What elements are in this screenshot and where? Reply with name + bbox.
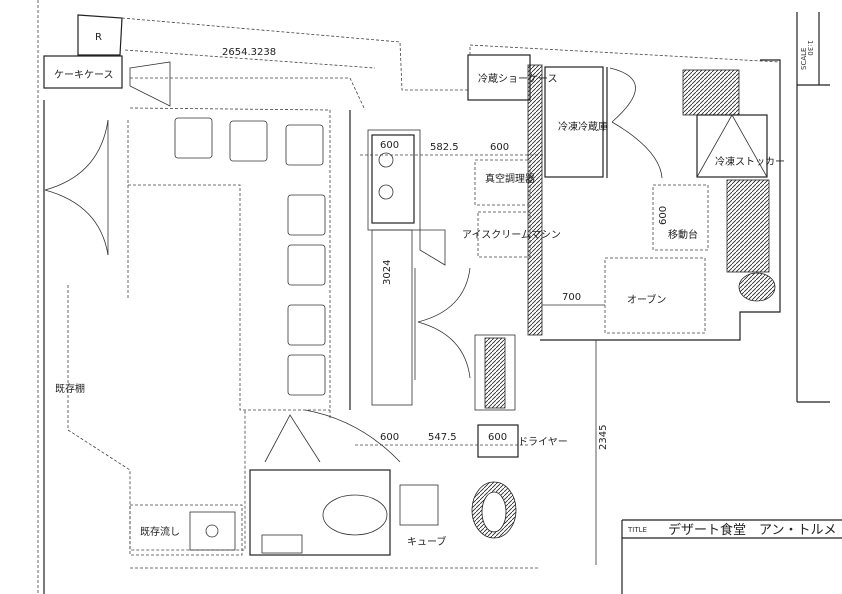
cake-case-label: ケーキケース: [54, 69, 114, 81]
dim-547: 547.5: [428, 432, 457, 443]
stool: [285, 124, 324, 166]
wall-hatched: [527, 64, 543, 336]
stool: [287, 304, 326, 346]
stool: [287, 354, 326, 396]
ice-cream-machine-label: アイスクリームマシン: [462, 229, 561, 241]
dim-sink-600: 600: [380, 140, 399, 151]
fridge-showcase-label: 冷蔵ショーケース: [478, 72, 558, 85]
stool: [229, 120, 268, 162]
dim-600a: 600: [490, 142, 509, 153]
stool: [287, 244, 326, 286]
scale-value: 1:30: [806, 40, 814, 56]
lower-area: 600 547.5 600 ドライヤー 2345 既存流し キューブ: [129, 340, 609, 569]
dim-582: 582.5: [430, 142, 459, 153]
stool: [287, 194, 326, 236]
stool: [174, 117, 213, 159]
toilet: [322, 494, 388, 536]
dim-600b: 600: [380, 432, 399, 443]
equipment: 冷蔵ショーケース 真空調理器 アイスクリームマシン 冷凍冷蔵庫 冷凍ストッカー …: [462, 44, 785, 411]
vacuum-cooker-label: 真空調理器: [485, 172, 535, 185]
dim-top: 2654.3238: [222, 47, 276, 58]
kitchen-line: 600 582.5 600 3024: [360, 129, 545, 406]
title-block: TITLE デザート食堂 アン・トルメ: [621, 519, 842, 594]
project-title: デザート食堂 アン・トルメ: [668, 522, 836, 538]
dryer-label: ドライヤー: [518, 436, 568, 448]
r-label: R: [95, 32, 102, 43]
entrance-area: R 2654.3238 ケーキケース: [43, 14, 470, 594]
existing-shelf-label: 既存棚: [55, 382, 85, 395]
dim-oven-700: 700: [562, 292, 581, 303]
cube-label: キューブ: [407, 535, 446, 548]
dim-2345: 2345: [598, 425, 609, 450]
mobile-table-label: 移動台: [668, 228, 698, 241]
scale-label: SCALE: [800, 48, 808, 70]
dim-mobile-600: 600: [658, 206, 669, 225]
existing-sink-label: 既存流し: [140, 525, 180, 538]
title-tag: TITLE: [627, 526, 647, 534]
freezer-fridge-label: 冷凍冷蔵庫: [558, 120, 608, 133]
drawing-border: 1:30 SCALE: [37, 0, 830, 594]
dim-dryer-600: 600: [488, 432, 507, 443]
counter: 既存棚: [55, 110, 351, 551]
dim-3024: 3024: [382, 260, 393, 285]
freezer-stocker-label: 冷凍ストッカー: [715, 155, 785, 168]
oven-label: オーブン: [627, 293, 666, 306]
